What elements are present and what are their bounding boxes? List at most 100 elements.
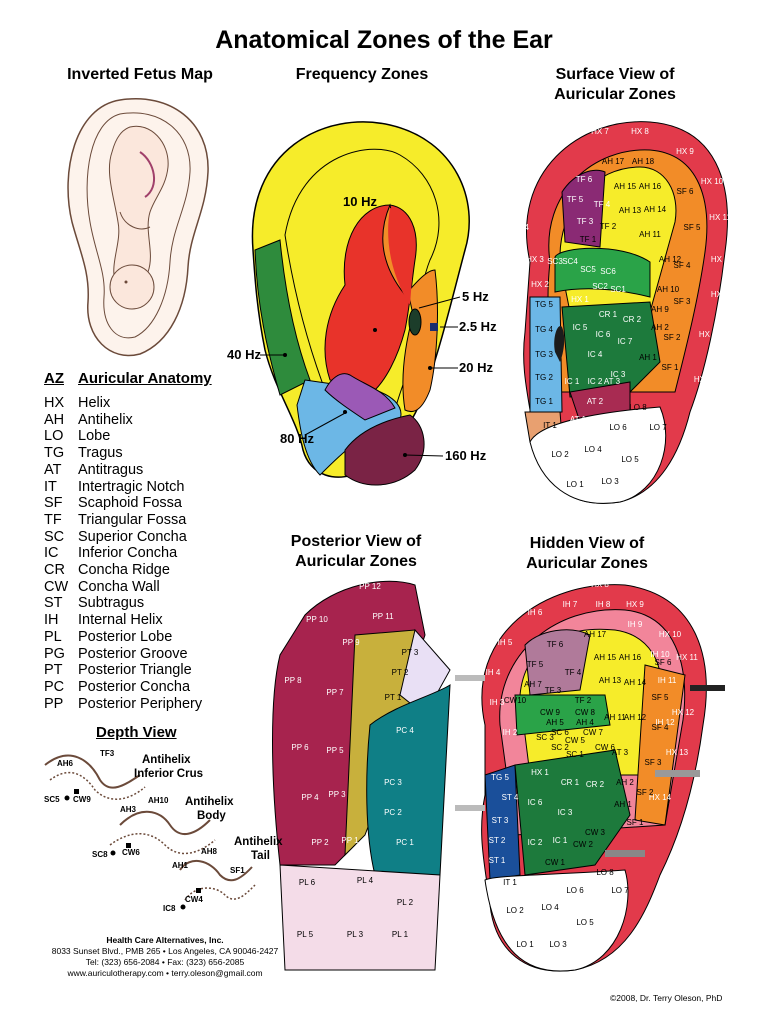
surface-zone-tg1: TG 1 [535,397,553,406]
posterior-zone-pc4: PC 4 [396,726,414,735]
hidden-zone-ih3: IH 3 [490,698,505,707]
legend-name: Inferior Concha [78,545,178,562]
surface-zone-ah15: AH 15 [614,182,637,191]
posterior-zone-pp3: PP 3 [328,790,346,799]
posterior-zone-pl6: PL 6 [299,878,316,887]
surface-zone-ah11: AH 11 [639,230,661,239]
surface-zone-sf3: SF 3 [674,297,691,306]
surface-zone-hx9: HX 9 [676,147,694,156]
hidden-zone-st1: ST 1 [489,856,506,865]
hidden-zone-hx11: HX 11 [676,653,698,662]
depth-pt-ah6: AH6 [57,759,74,768]
hidden-zone-ah2: AH 2 [616,778,634,787]
legend-name: Triangular Fossa [78,511,187,528]
hidden-zone-hx9: HX 9 [626,600,644,609]
posterior-zone-pl4: PL 4 [357,876,374,885]
legend-name: Tragus [78,445,123,462]
surface-view-heading-line1: Surface View of [555,66,675,83]
surface-zone-sf4: SF 4 [674,261,691,270]
hidden-zone-hx7: HX 7 [556,580,574,589]
surface-zone-cr1: CR 1 [599,310,618,319]
hidden-zone-ih2: IH 2 [503,728,518,737]
hidden-zone-ah14: AH 14 [624,678,647,687]
surface-zone-sf1: SF 1 [662,363,679,372]
hidden-zone-sc2: SC 2 [551,743,569,752]
legend-name: Subtragus [78,595,145,612]
hidden-zone-sc3: SC 3 [536,733,554,742]
posterior-zone-pp11: PP 11 [372,612,394,621]
legend-abbr: AH [44,411,65,428]
posterior-view-heading-line2: Auricular Zones [295,553,417,570]
posterior-zone-pl5: PL 5 [297,930,314,939]
footer-org: Health Care Alternatives, Inc. [106,935,224,945]
hidden-zone-ih7: IH 7 [563,600,578,609]
legend-abbr: PT [44,662,63,679]
surface-zone-lo6: LO 6 [609,423,627,432]
surface-zone-tf5: TF 5 [567,195,584,204]
surface-zone-hx3: HX 3 [526,255,544,264]
hidden-zone-hx14: HX 14 [649,793,672,802]
depth-pt-cw9: CW9 [73,795,91,804]
freq-label-5hz: 5 Hz [462,289,489,304]
surface-zone-ah12: AH 12 [659,255,682,264]
hidden-zone-lo2: LO 2 [506,906,524,915]
hidden-zone-ih10: IH 10 [650,650,670,659]
depth-pt-sf1: SF1 [230,866,245,875]
surface-zone-sc6: SC6 [600,267,616,276]
posterior-zone-pl3: PL 3 [347,930,364,939]
surface-zone-hx12: HX 12 [711,255,734,264]
surface-view-heading: Surface View of Auricular Zones [515,65,715,105]
hidden-zone-tf5: TF 5 [527,660,544,669]
depth-pt-sc8: SC8 [92,850,108,859]
hidden-zone-lo4: LO 4 [541,903,559,912]
hidden-zone-sc6: SC 6 [551,728,569,737]
depth-pt-tf3: TF3 [100,749,115,758]
footer-address: 8033 Sunset Blvd., PMB 265 • Los Angeles… [51,946,279,956]
legend-row: SC Superior Concha [44,529,202,546]
surface-zone-sc2: SC2 [592,282,608,291]
legend-abbr: SC [44,528,65,545]
surface-zone-at1: AT 1 [570,415,587,424]
legend-abbr: PP [44,695,64,712]
hidden-zone-ah15: AH 15 [594,653,617,662]
surface-zone-hx14: HX 14 [699,330,722,339]
depth-pt-sc5: SC5 [44,795,60,804]
hidden-zone-at3: AT 3 [612,748,629,757]
hidden-zone-lo5: LO 5 [576,918,594,927]
legend-abbr: IC [44,545,59,562]
posterior-view-heading: Posterior View of Auricular Zones [256,532,456,572]
legend-name: Posterior Concha [78,678,191,695]
hidden-zone-ih11: IH 11 [658,676,677,685]
hidden-zone-ah13: AH 13 [599,676,622,685]
legend-col-name: Auricular Anatomy [78,370,212,387]
posterior-zone-pl1: PL 1 [392,930,409,939]
hidden-zone-cw5: CW 5 [565,736,586,745]
footer-contact: Health Care Alternatives, Inc. 8033 Suns… [40,935,290,979]
surface-view-heading-line2: Auricular Zones [554,86,676,103]
posterior-zone-pc1: PC 1 [396,838,414,847]
posterior-zone-pp1: PP 1 [341,836,359,845]
surface-zone-cr2: CR 2 [623,315,642,324]
posterior-zone-pt2: PT 2 [392,668,409,677]
surface-zone-ic3: IC 3 [611,370,626,379]
legend-name: Superior Concha [78,528,187,545]
surface-zone-tf6: TF 6 [576,175,593,184]
hidden-zone-hx8: HX 8 [591,580,609,589]
hidden-zone-ah7: AH 7 [524,680,542,689]
surface-zone-sc1: SC1 [610,285,626,294]
hidden-zone-tf4: TF 4 [565,668,582,677]
surface-zone-ah1: AH 1 [639,353,657,362]
surface-zone-hx15: HX 15 [694,375,717,384]
surface-zone-lo7: LO 7 [649,423,667,432]
surface-zone-tg5: TG 5 [535,300,553,309]
surface-zone-hx1: HX 1 [571,295,589,304]
depth-pt-cw4: CW4 [185,895,203,904]
depth-pt-ah10: AH10 [148,796,169,805]
surface-zone-at2: AT 2 [587,397,604,406]
